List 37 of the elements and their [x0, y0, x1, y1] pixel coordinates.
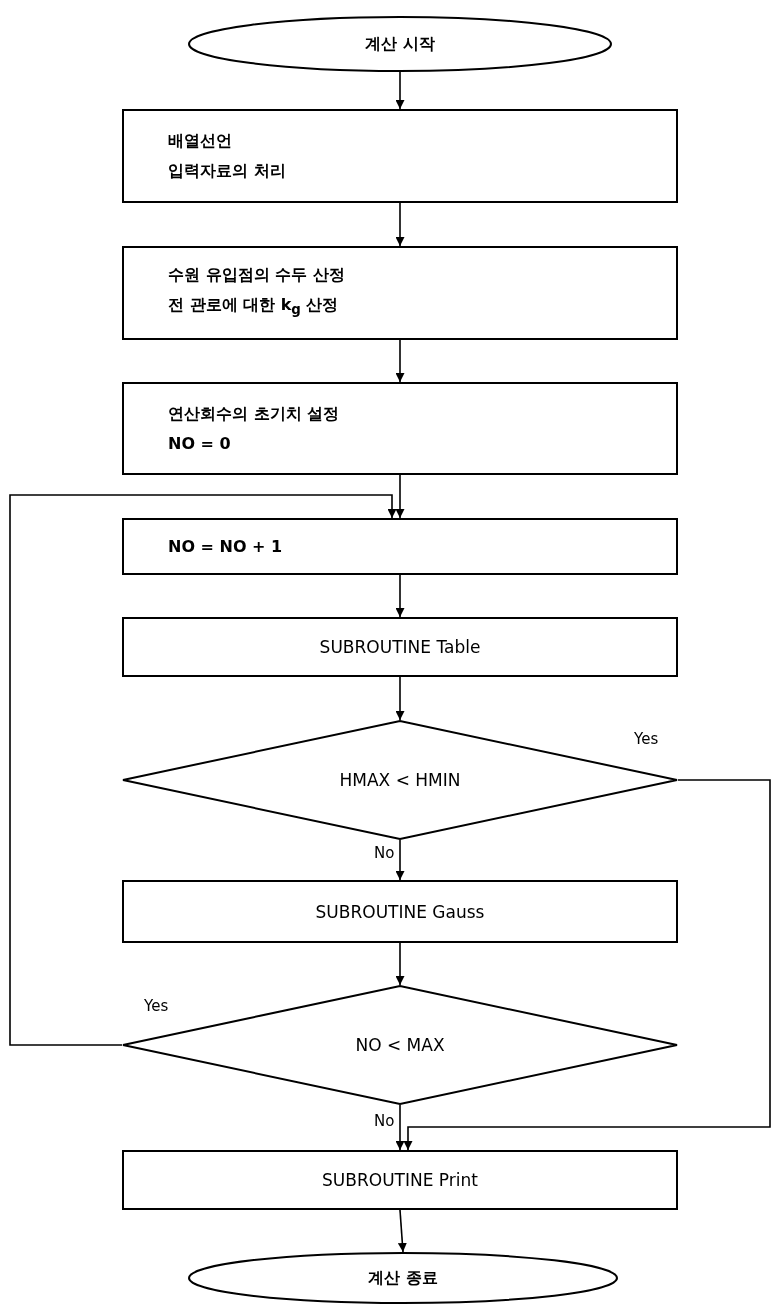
step-text: 계산 종료	[368, 1267, 438, 1289]
step-text: SUBROUTINE Table	[319, 637, 481, 657]
step-text: 전 관로에 대한 k$_{g}$ 산정	[168, 294, 339, 320]
step-text: NO = NO + 1	[168, 535, 283, 558]
arrow	[9, 494, 397, 1046]
arrow	[395, 839, 405, 881]
step-text: 배열선언	[168, 130, 232, 152]
process-box	[122, 246, 678, 340]
step-text: SUBROUTINE Gauss	[315, 901, 485, 922]
arrow	[395, 339, 405, 383]
arrow	[395, 1104, 405, 1151]
arrow	[397, 1209, 407, 1253]
arrow	[395, 676, 405, 721]
condition-text: NO < MAX	[355, 1035, 445, 1055]
decision-diamond	[122, 720, 678, 840]
arrow	[403, 779, 771, 1151]
step-text: 연산회수의 초기치 설정	[168, 402, 340, 425]
process-box	[122, 1150, 678, 1210]
step-text: SUBROUTINE Print	[322, 1170, 478, 1190]
process-box	[122, 382, 678, 475]
process-box	[122, 880, 678, 943]
arrow	[395, 574, 405, 618]
arrow	[395, 942, 405, 986]
process-box	[122, 617, 678, 677]
arrow	[395, 474, 405, 519]
step-text: 입력자료의 처리	[168, 160, 286, 182]
condition-text: HMAX < HMIN	[339, 770, 461, 790]
terminal-ellipse	[188, 16, 612, 72]
process-box	[122, 109, 678, 203]
arrow	[395, 202, 405, 247]
step-text: 수원 유입점의 수두 산정	[168, 264, 345, 287]
step-text: NO = 0	[168, 432, 231, 455]
decision-diamond	[122, 985, 678, 1105]
step-text: 계산 시작	[365, 33, 435, 55]
process-box	[122, 518, 678, 575]
terminal-ellipse	[188, 1252, 618, 1304]
arrow	[395, 71, 405, 110]
